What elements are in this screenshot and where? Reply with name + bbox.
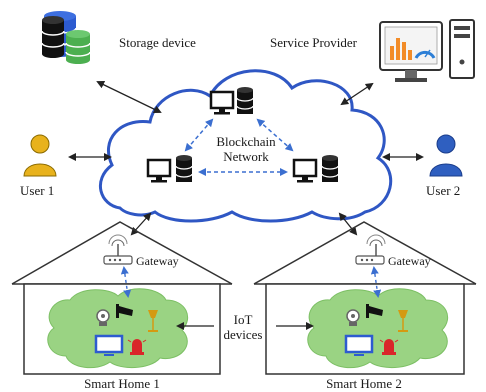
link-top-right	[256, 118, 294, 152]
smart-home-1	[11, 221, 233, 375]
alarm-icon	[379, 339, 399, 355]
webcam-icon	[96, 309, 110, 326]
iot-label-line1: IoT	[233, 312, 253, 327]
user2-icon	[429, 134, 463, 177]
blockchain-node-left	[146, 155, 193, 183]
blockchain-node-top	[209, 87, 254, 115]
smart-home-2-label: Smart Home 2	[326, 376, 402, 391]
gateway2-label: Gateway	[388, 254, 431, 268]
service-provider-icon	[379, 19, 475, 82]
gateway-icon	[355, 234, 386, 265]
iot-zone-1	[47, 288, 188, 369]
tv-icon	[344, 334, 374, 356]
storage-device-icon	[41, 11, 91, 64]
camera-icon	[366, 304, 383, 318]
arrow-home1-cloud	[130, 212, 152, 236]
user1-label: User 1	[20, 183, 55, 198]
iot-zone-2	[307, 288, 448, 369]
smart-home-1-label: Smart Home 1	[84, 376, 160, 391]
blockchain-node-right	[292, 155, 339, 183]
camera-icon	[116, 304, 133, 318]
gateway-icon	[103, 234, 133, 265]
lamp-icon	[148, 310, 158, 332]
gateway1-label: Gateway	[136, 254, 179, 268]
blockchain-label-line1: Blockchain	[216, 134, 276, 149]
service-provider-label: Service Provider	[270, 35, 358, 50]
arrow-home2-cloud	[338, 212, 358, 236]
lamp-icon	[398, 310, 408, 332]
tv-icon	[94, 334, 124, 356]
smart-home-2	[253, 221, 477, 375]
alarm-icon	[127, 339, 147, 355]
storage-device-label: Storage device	[119, 35, 196, 50]
iot-label-line2: devices	[223, 327, 263, 342]
blockchain-cloud	[99, 69, 393, 223]
user2-label: User 2	[426, 183, 461, 198]
blockchain-label-line2: Network	[223, 149, 269, 164]
webcam-icon	[346, 309, 360, 326]
arrow-storage-cloud	[96, 81, 162, 113]
user1-icon	[23, 134, 57, 177]
arrow-provider-cloud	[340, 82, 374, 106]
